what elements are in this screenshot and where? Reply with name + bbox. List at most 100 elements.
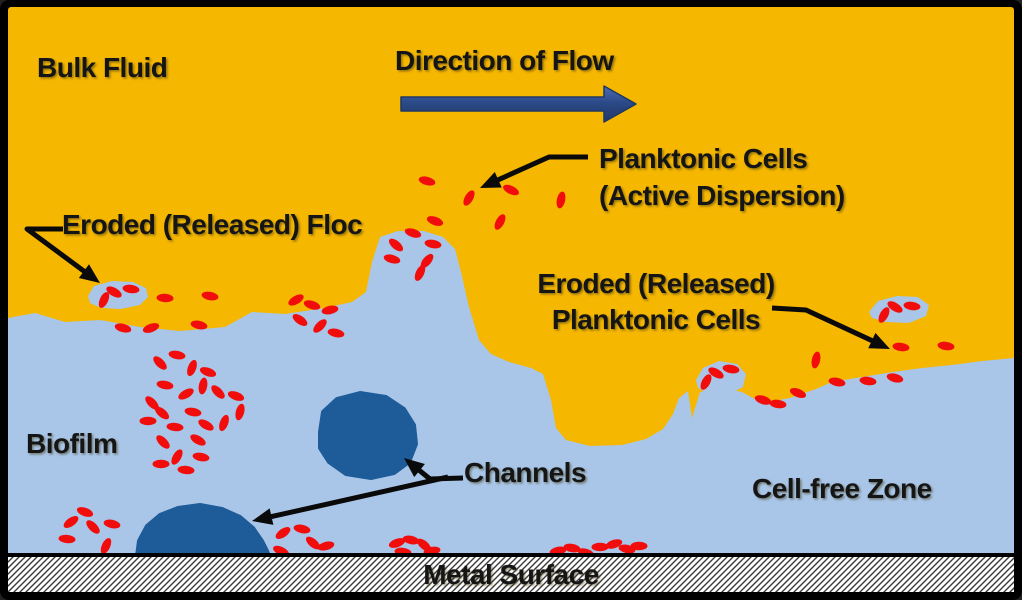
bacterial-cell xyxy=(708,367,724,379)
bacterial-cell xyxy=(58,534,76,544)
bacterial-cell xyxy=(177,465,195,475)
bacterial-cell xyxy=(171,449,183,465)
bacterial-cell xyxy=(305,536,321,550)
eroded-planktonic-arrow-line xyxy=(771,305,881,347)
bacterial-cell xyxy=(293,524,311,534)
eroded-planktonic-arrow-head xyxy=(868,332,890,349)
bacterial-cell xyxy=(591,542,609,552)
annotation-arrows xyxy=(24,154,890,525)
bacterial-cell xyxy=(168,350,186,360)
bacterial-cell xyxy=(859,376,877,386)
channel-void xyxy=(135,503,271,558)
planktonic-cells-label: Planktonic Cells (Active Dispersion) xyxy=(599,141,845,215)
bacterial-cell xyxy=(327,328,345,338)
bacterial-cell xyxy=(303,300,321,310)
bacterial-cell xyxy=(321,305,339,315)
eroded-floc-arrow-head xyxy=(78,264,100,283)
bacterial-cell xyxy=(166,422,184,432)
bacterial-cell xyxy=(192,452,210,462)
planktonic-cells-label-line2: (Active Dispersion) xyxy=(599,179,845,211)
bacterial-cell xyxy=(878,307,890,323)
bacterial-cell xyxy=(937,341,955,351)
bacterial-cell xyxy=(201,291,219,301)
direction-of-flow-arrow xyxy=(400,85,637,123)
bacterial-cell xyxy=(190,320,208,330)
bacterial-cell xyxy=(563,543,581,553)
channels-arrow-upper-head xyxy=(404,458,425,478)
bacterial-cell xyxy=(887,301,903,313)
bacterial-cell xyxy=(211,385,225,399)
planktonic-cells-label-line1: Planktonic Cells xyxy=(599,143,808,174)
bacterial-cell xyxy=(903,301,921,311)
bacterial-cell xyxy=(463,190,475,206)
planktonic-cells-arrow-line xyxy=(489,154,588,186)
bacterial-cell xyxy=(100,538,112,554)
bacterial-cell xyxy=(98,292,110,308)
bacterial-cell xyxy=(605,539,623,549)
metal-surface-top-border xyxy=(8,553,1014,557)
bacterial-cell xyxy=(418,176,436,186)
bacterial-cell xyxy=(152,459,170,469)
metal-surface-hatch xyxy=(8,557,1014,592)
bacterial-cell xyxy=(556,191,566,209)
eroded-floc-arrow-line xyxy=(24,226,92,278)
eroded-planktonic-label-line1: Eroded (Released) xyxy=(537,268,775,299)
bacterial-cell xyxy=(828,377,846,387)
bacterial-cell xyxy=(156,380,174,390)
bacterial-cell xyxy=(190,434,206,446)
eroded-floc-label: Eroded (Released) Floc xyxy=(62,209,363,240)
bacterial-cell xyxy=(153,356,167,370)
bacterial-cell xyxy=(122,284,140,294)
bacterial-cell xyxy=(198,377,208,395)
bacterial-cell xyxy=(317,541,335,551)
bacterial-cell xyxy=(156,435,170,449)
bacterial-cell xyxy=(886,373,904,383)
bacterial-cell xyxy=(187,359,197,377)
bacterial-cell xyxy=(630,541,648,551)
channel-void xyxy=(318,391,418,480)
bacterial-cell xyxy=(145,396,159,410)
bacterial-cell xyxy=(154,406,170,420)
bacterial-cell xyxy=(63,516,79,528)
bacterial-cell xyxy=(292,314,308,326)
bacterial-cell xyxy=(892,342,910,352)
bacterial-cell xyxy=(424,239,442,249)
channels-arrow-lower-line xyxy=(263,474,449,521)
bacterial-cell xyxy=(103,519,121,529)
direction-of-flow-label: Direction of Flow xyxy=(395,45,614,76)
bacterial-cell xyxy=(414,265,426,281)
bacterial-cell xyxy=(199,367,217,377)
bacterial-cell xyxy=(383,254,401,264)
bacterial-cell xyxy=(769,399,787,409)
bacterial-cell xyxy=(178,388,194,400)
metal-surface-band xyxy=(8,553,1014,592)
bacterial-cell xyxy=(139,416,157,426)
bacterial-cell xyxy=(313,319,327,333)
bacterial-cell xyxy=(420,253,434,269)
bacterial-cell xyxy=(142,323,160,333)
eroded-planktonic-label-line2: Planktonic Cells xyxy=(551,304,761,336)
biofilm-region xyxy=(8,231,1014,556)
bacterial-cell xyxy=(700,374,712,390)
bulk-fluid-label: Bulk Fluid xyxy=(37,52,168,83)
bacterial-cell xyxy=(198,419,214,431)
channels-layer xyxy=(135,391,418,558)
cell-free-zone-label: Cell-free Zone xyxy=(752,473,932,504)
bacterial-cell xyxy=(722,364,740,374)
bacterial-cell xyxy=(494,214,506,230)
bacterial-cell xyxy=(503,184,519,196)
bacterial-cell xyxy=(388,238,404,252)
channels-label: Channels xyxy=(464,457,587,488)
bacterial-cell xyxy=(811,351,821,369)
bacterial-cell xyxy=(754,395,772,405)
bacterial-cell xyxy=(114,323,132,333)
channels-arrow-lower-head xyxy=(252,508,274,525)
bacterial-cell xyxy=(227,391,245,401)
bacterial-cell xyxy=(288,294,304,306)
flow-arrow-layer xyxy=(400,85,637,123)
bacterial-cell xyxy=(235,403,245,421)
bacterial-cell xyxy=(404,228,422,238)
metal-surface-label: Metal Surface xyxy=(423,559,599,590)
